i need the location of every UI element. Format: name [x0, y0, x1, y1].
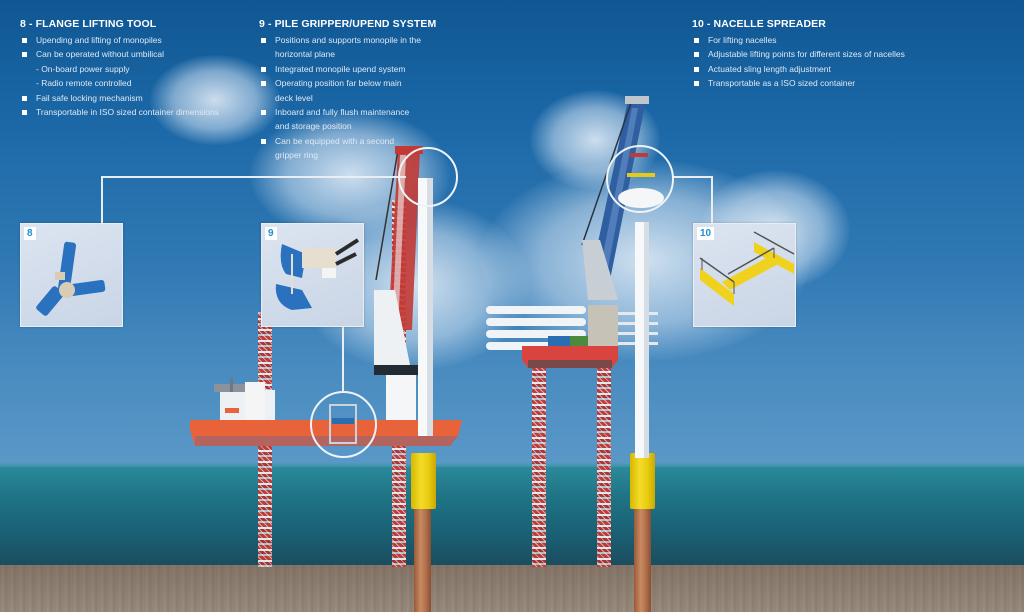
- feature-item: Fail safe locking mechanism: [20, 91, 250, 105]
- feature-item: Transportable as a ISO sized container: [692, 76, 952, 90]
- detail-panel-flange-lifting-tool: 8: [20, 223, 123, 327]
- feature-item: For lifting nacelles: [692, 33, 952, 47]
- jackup-leg: [597, 365, 611, 567]
- callout-line-9: [342, 327, 344, 391]
- feature-item: Adjustable lifting points for different …: [692, 47, 952, 61]
- highlight-circle-flange-tool: [398, 147, 458, 207]
- seabed: [0, 565, 1024, 612]
- feature-list: For lifting nacelles Adjustable lifting …: [692, 33, 952, 91]
- sea: [0, 467, 1024, 565]
- feature-item: Actuated sling length adjustment: [692, 62, 952, 76]
- feature-item: Can be equipped with a second: [259, 134, 459, 148]
- feature-subitem: - Radio remote controlled: [36, 78, 132, 89]
- callout-line-10: [711, 176, 713, 224]
- section-title: 9 - PILE GRIPPER/UPEND SYSTEM: [259, 18, 437, 30]
- panel-number: 8: [24, 227, 36, 240]
- feature-item: Integrated monopile upend system: [259, 62, 459, 76]
- callout-line-10: [672, 176, 713, 178]
- section-nacelle-spreader: 10 - NACELLE SPREADER For lifting nacell…: [692, 18, 952, 91]
- feature-item: Positions and supports monopile in the: [259, 33, 459, 47]
- monopile: [414, 505, 431, 612]
- section-title: 10 - NACELLE SPREADER: [692, 18, 826, 30]
- callout-line-8: [101, 176, 406, 178]
- panel-number: 10: [697, 227, 715, 240]
- feature-item-continuation: gripper ring: [275, 150, 318, 161]
- detail-panel-pile-gripper: 9: [261, 223, 364, 327]
- feature-item-continuation: horizontal plane: [275, 49, 336, 60]
- section-flange-lifting-tool: 8 - FLANGE LIFTING TOOL Upending and lif…: [20, 18, 250, 119]
- callout-line-8: [101, 176, 103, 224]
- transition-piece: [411, 453, 436, 509]
- feature-item: Can be operated without umbilical: [20, 47, 250, 61]
- feature-item: Operating position far below main: [259, 76, 459, 90]
- feature-item: Upending and lifting of monopiles: [20, 33, 250, 47]
- feature-list: Upending and lifting of monopiles Can be…: [20, 33, 250, 119]
- sea-surface: [0, 462, 1024, 468]
- feature-subitem: - On-board power supply: [36, 63, 130, 74]
- feature-item-continuation: and storage position: [275, 121, 352, 132]
- highlight-circle-pile-gripper: [310, 391, 377, 458]
- feature-item: Transportable in ISO sized container dim…: [20, 105, 250, 119]
- nacelle-spreader-icon: [699, 231, 795, 306]
- feature-item: Inboard and fully flush maintenance: [259, 105, 459, 119]
- jackup-leg: [532, 365, 546, 567]
- cloud: [150, 55, 280, 145]
- panel-number: 9: [265, 227, 277, 240]
- monopile: [634, 505, 651, 612]
- feature-item-continuation: deck level: [275, 92, 313, 103]
- feature-list: Positions and supports monopile in the h…: [259, 33, 459, 163]
- pile-gripper-icon: [275, 238, 360, 310]
- transition-piece: [630, 453, 655, 509]
- flange-lifting-tool-icon: [36, 241, 106, 316]
- section-title: 8 - FLANGE LIFTING TOOL: [20, 18, 157, 30]
- detail-panel-nacelle-spreader: 10: [693, 223, 796, 327]
- highlight-circle-nacelle-spreader: [606, 145, 674, 213]
- section-pile-gripper-upend-system: 9 - PILE GRIPPER/UPEND SYSTEM Positions …: [259, 18, 459, 163]
